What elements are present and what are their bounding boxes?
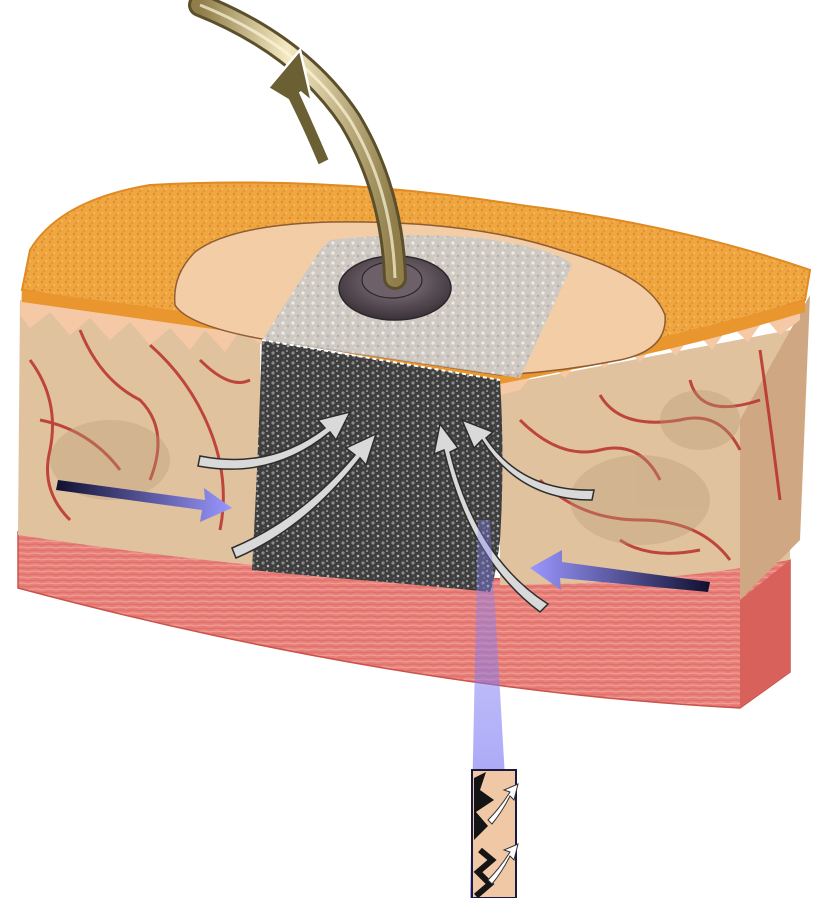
wound-therapy-illustration (0, 0, 828, 898)
illustration-canvas (0, 0, 828, 898)
